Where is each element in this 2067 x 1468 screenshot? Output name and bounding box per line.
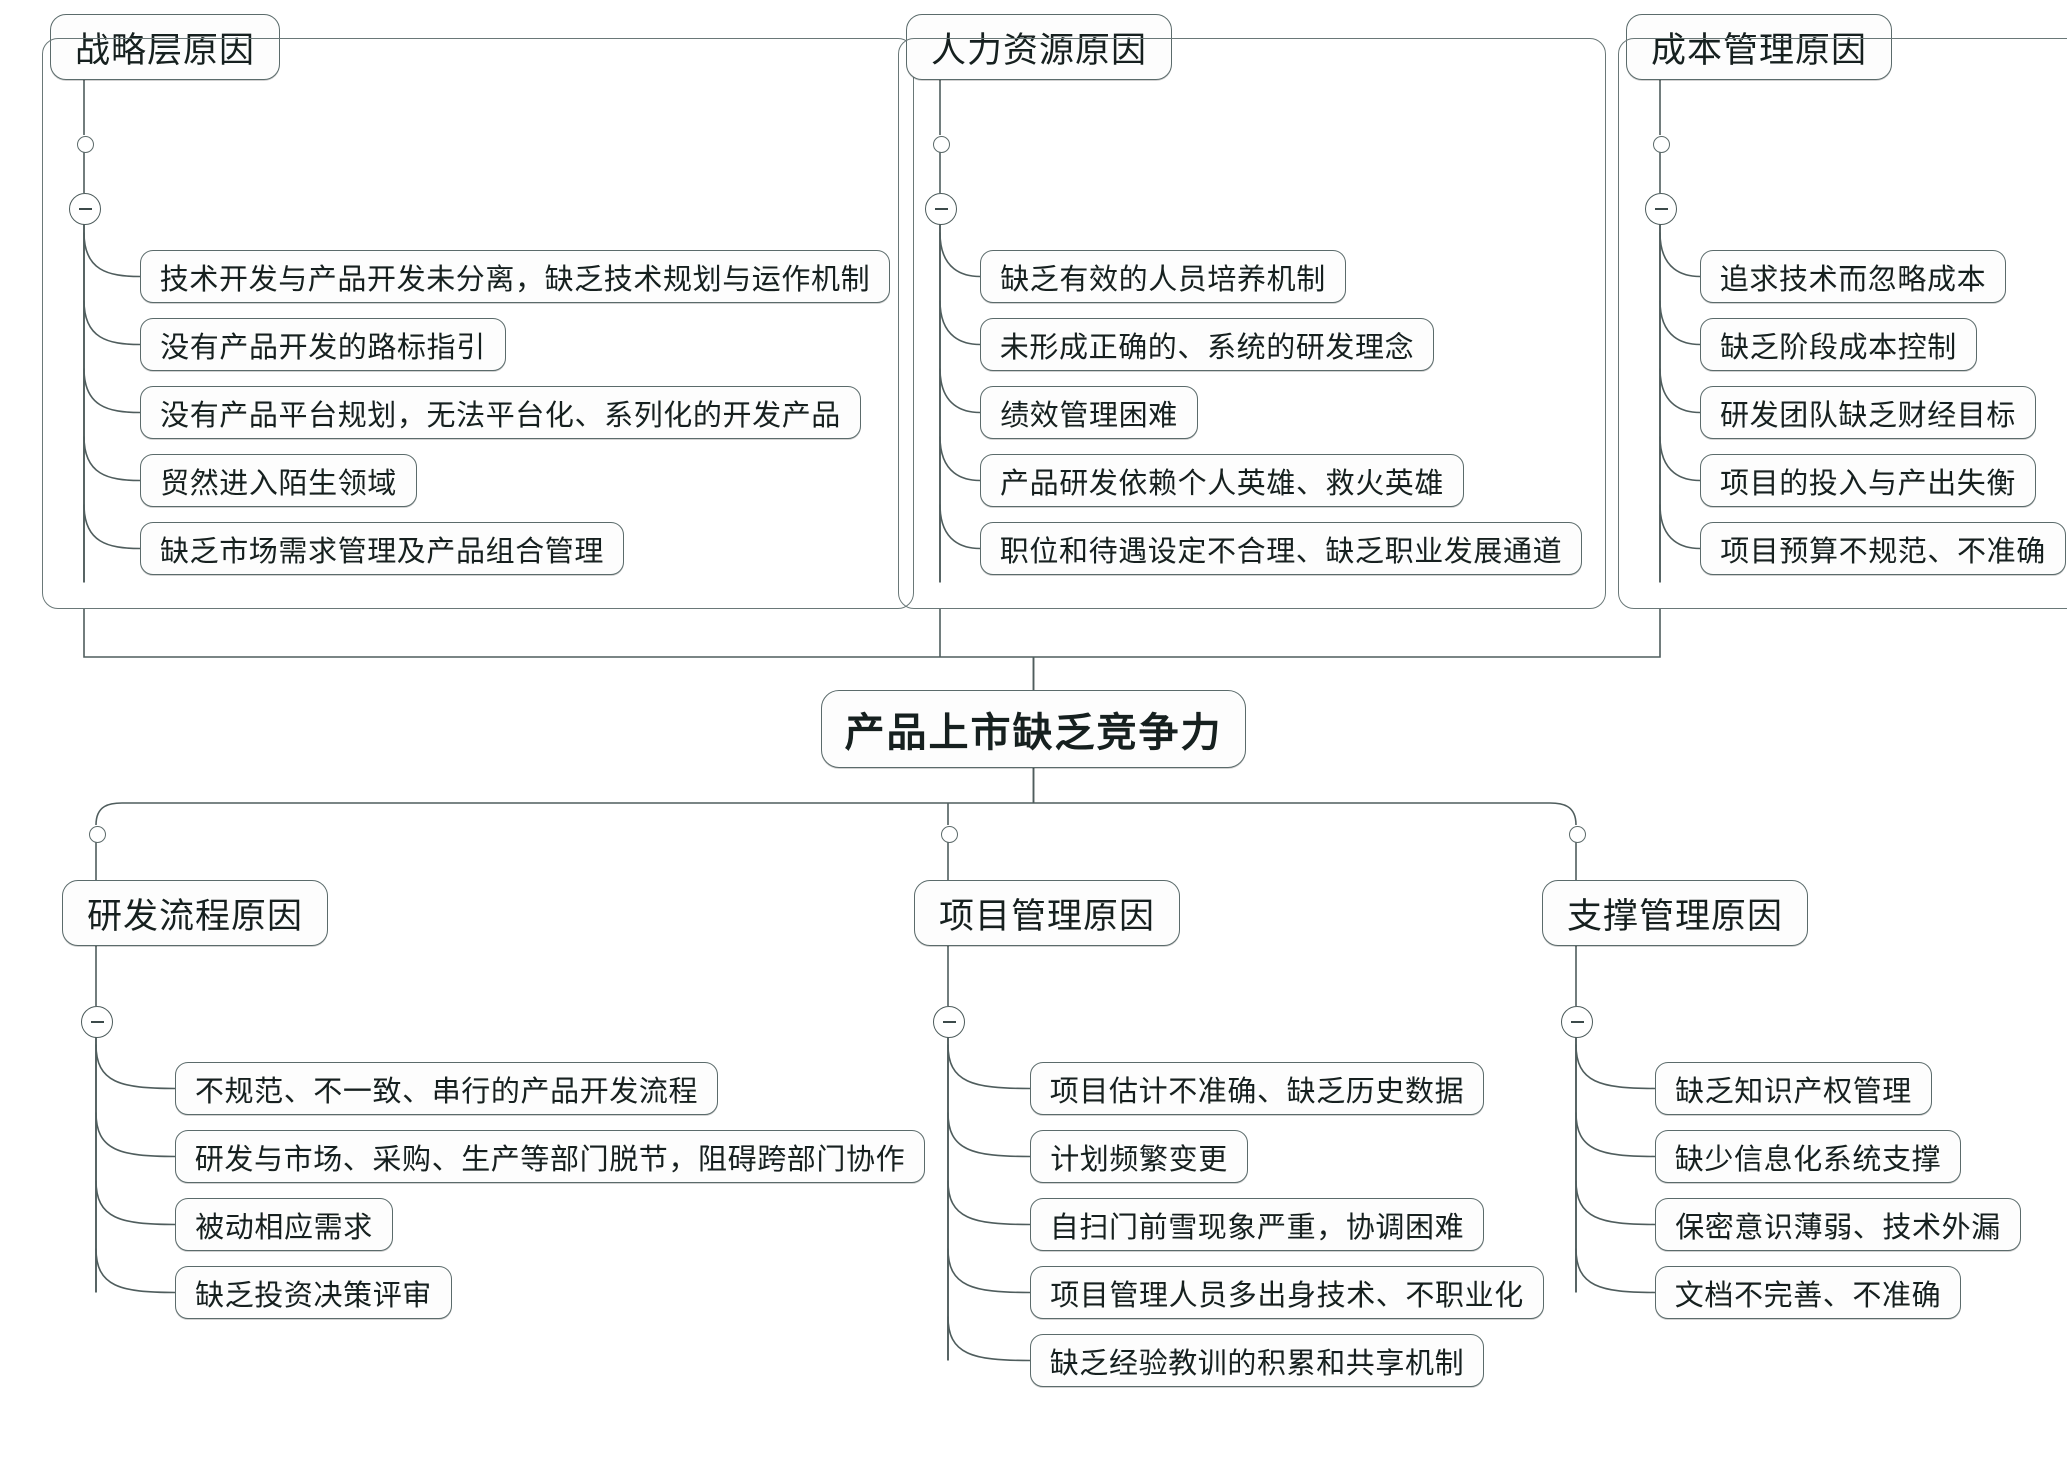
leaf-cost-2[interactable]: 研发团队缺乏财经目标 (1700, 386, 2036, 439)
category-cost[interactable]: 成本管理原因 (1626, 14, 1892, 80)
leaf-strategy-3[interactable]: 贸然进入陌生领域 (140, 454, 417, 507)
anchor-dot-cost[interactable] (1652, 135, 1670, 153)
leaf-support-mgmt-2[interactable]: 保密意识薄弱、技术外漏 (1655, 1198, 2021, 1251)
category-project-mgmt[interactable]: 项目管理原因 (914, 880, 1180, 946)
leaf-rnd-process-1[interactable]: 研发与市场、采购、生产等部门脱节，阻碍跨部门协作 (175, 1130, 925, 1183)
leaf-cost-4[interactable]: 项目预算不规范、不准确 (1700, 522, 2066, 575)
minus-icon (942, 1021, 956, 1023)
leaf-cost-0[interactable]: 追求技术而忽略成本 (1700, 250, 2006, 303)
leaf-support-mgmt-0[interactable]: 缺乏知识产权管理 (1655, 1062, 1932, 1115)
leaf-hr-4[interactable]: 职位和待遇设定不合理、缺乏职业发展通道 (980, 522, 1582, 575)
minus-icon (1570, 1021, 1584, 1023)
leaf-strategy-1[interactable]: 没有产品开发的路标指引 (140, 318, 506, 371)
collapse-toggle-hr[interactable] (925, 193, 957, 225)
leaf-support-mgmt-1[interactable]: 缺少信息化系统支撑 (1655, 1130, 1961, 1183)
leaf-strategy-4[interactable]: 缺乏市场需求管理及产品组合管理 (140, 522, 624, 575)
leaf-rnd-process-3[interactable]: 缺乏投资决策评审 (175, 1266, 452, 1319)
anchor-dot-support-mgmt[interactable] (1568, 825, 1586, 843)
collapse-toggle-support-mgmt[interactable] (1561, 1006, 1593, 1038)
leaf-rnd-process-2[interactable]: 被动相应需求 (175, 1198, 393, 1251)
collapse-toggle-project-mgmt[interactable] (933, 1006, 965, 1038)
leaf-project-mgmt-4[interactable]: 缺乏经验教训的积累和共享机制 (1030, 1334, 1484, 1387)
leaf-cost-3[interactable]: 项目的投入与产出失衡 (1700, 454, 2036, 507)
category-strategy[interactable]: 战略层原因 (50, 14, 280, 80)
leaf-hr-2[interactable]: 绩效管理困难 (980, 386, 1198, 439)
anchor-dot-strategy[interactable] (76, 135, 94, 153)
minus-icon (1654, 208, 1668, 210)
minus-icon (78, 208, 92, 210)
collapse-toggle-strategy[interactable] (69, 193, 101, 225)
leaf-hr-3[interactable]: 产品研发依赖个人英雄、救火英雄 (980, 454, 1464, 507)
anchor-dot-project-mgmt[interactable] (940, 825, 958, 843)
category-rnd-process[interactable]: 研发流程原因 (62, 880, 328, 946)
leaf-project-mgmt-3[interactable]: 项目管理人员多出身技术、不职业化 (1030, 1266, 1544, 1319)
anchor-dot-hr[interactable] (932, 135, 950, 153)
leaf-project-mgmt-1[interactable]: 计划频繁变更 (1030, 1130, 1248, 1183)
leaf-strategy-2[interactable]: 没有产品平台规划，无法平台化、系列化的开发产品 (140, 386, 861, 439)
leaf-rnd-process-0[interactable]: 不规范、不一致、串行的产品开发流程 (175, 1062, 718, 1115)
collapse-toggle-rnd-process[interactable] (81, 1006, 113, 1038)
leaf-hr-0[interactable]: 缺乏有效的人员培养机制 (980, 250, 1346, 303)
category-hr[interactable]: 人力资源原因 (906, 14, 1172, 80)
minus-icon (90, 1021, 104, 1023)
leaf-hr-1[interactable]: 未形成正确的、系统的研发理念 (980, 318, 1434, 371)
collapse-toggle-cost[interactable] (1645, 193, 1677, 225)
leaf-project-mgmt-2[interactable]: 自扫门前雪现象严重，协调困难 (1030, 1198, 1484, 1251)
leaf-strategy-0[interactable]: 技术开发与产品开发未分离，缺乏技术规划与运作机制 (140, 250, 890, 303)
root-node[interactable]: 产品上市缺乏竞争力 (821, 690, 1246, 768)
leaf-support-mgmt-3[interactable]: 文档不完善、不准确 (1655, 1266, 1961, 1319)
leaf-cost-1[interactable]: 缺乏阶段成本控制 (1700, 318, 1977, 371)
minus-icon (934, 208, 948, 210)
anchor-dot-rnd-process[interactable] (88, 825, 106, 843)
category-support-mgmt[interactable]: 支撑管理原因 (1542, 880, 1808, 946)
leaf-project-mgmt-0[interactable]: 项目估计不准确、缺乏历史数据 (1030, 1062, 1484, 1115)
